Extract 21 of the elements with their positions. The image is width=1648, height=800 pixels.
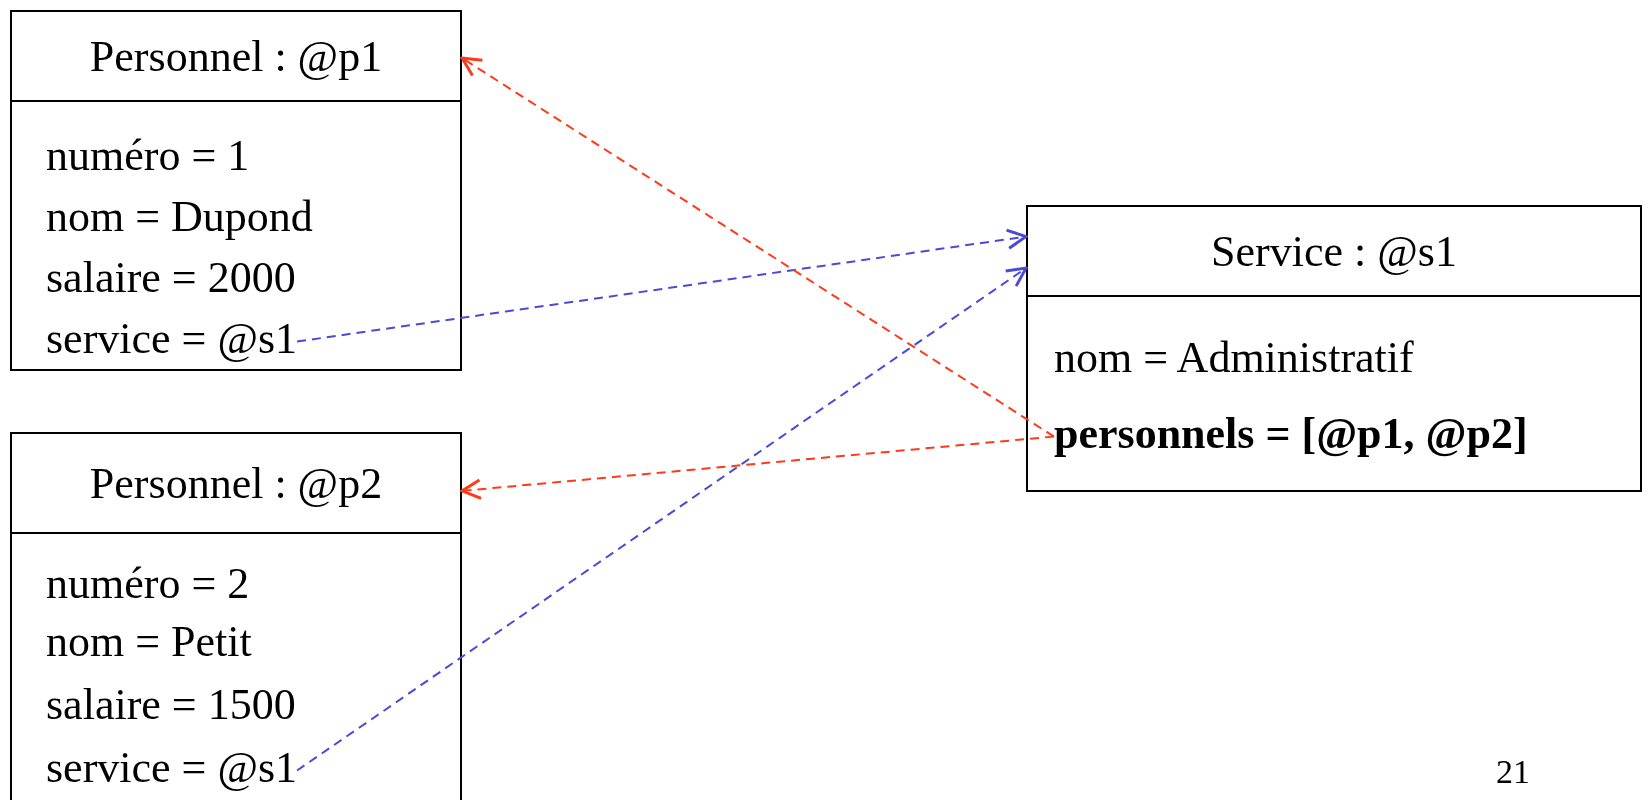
attribute-text: nom = Dupond: [46, 191, 313, 243]
object-box: [1026, 205, 1642, 492]
attribute-text: service = @s1: [46, 308, 298, 369]
attribute-text: salaire = 1500: [46, 679, 296, 731]
attribute-text: service = @s1: [46, 737, 298, 798]
dashed-arrow: [296, 228, 1028, 343]
attribute-text: personnels = [@p1, @p2]: [1054, 403, 1528, 464]
dashed-arrow: [296, 266, 1028, 772]
page-number: 21: [1496, 752, 1530, 792]
attribute-text: nom = Petit: [46, 616, 252, 668]
object-title: Service : @s1: [1211, 225, 1457, 277]
object-box: [10, 432, 462, 800]
object-title: Personnel : @p1: [89, 30, 383, 82]
dashed-arrow: [460, 56, 1055, 438]
object-box: [10, 10, 462, 371]
attribute-text: salaire = 2000: [46, 252, 296, 304]
attribute-text: nom = Administratif: [1054, 332, 1414, 384]
object-title: Personnel : @p2: [89, 457, 383, 509]
dashed-arrow: [460, 435, 1055, 500]
attribute-text: numéro = 1: [46, 130, 250, 182]
attribute-text: numéro = 2: [46, 558, 250, 610]
